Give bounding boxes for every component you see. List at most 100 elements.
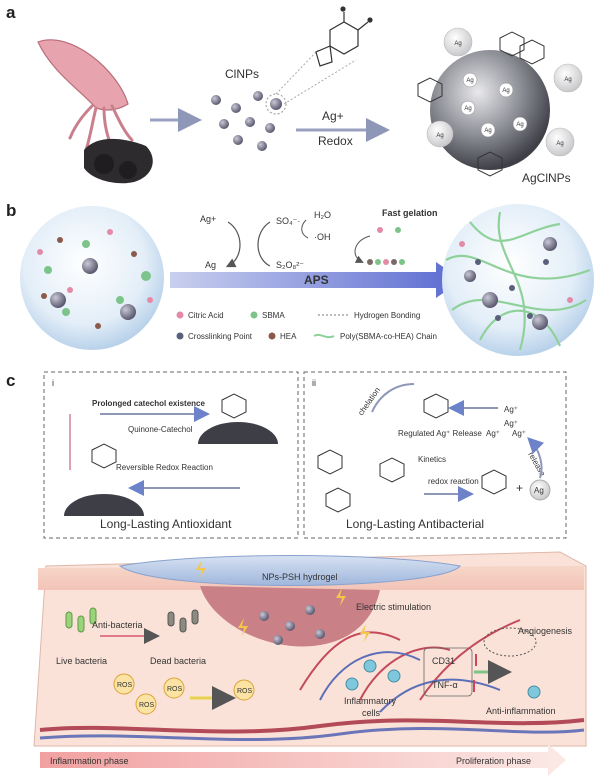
precursor-droplet — [20, 206, 164, 350]
angiogenesis-label: Angiogenesis — [518, 626, 573, 636]
gelation-beads — [354, 227, 405, 265]
inflammatory-label-2: cells — [362, 708, 381, 718]
ag-plus-2: Ag⁺ — [504, 419, 518, 428]
b-s2o8: S₂O₈²⁻ — [276, 260, 304, 270]
ag-plus-1: Ag⁺ — [504, 405, 518, 414]
b-curve-2 — [257, 221, 271, 267]
i-particle-bottom — [64, 443, 144, 516]
svg-text:ROS: ROS — [139, 702, 155, 709]
ag-sphere-label: Ag — [534, 486, 544, 495]
legend-item-crosslink: Crosslinking Point — [176, 332, 253, 341]
svg-text:ROS: ROS — [237, 688, 253, 695]
marker-box — [423, 647, 473, 697]
svg-text:Ag: Ag — [502, 88, 509, 94]
kinetics-text: Kinetics — [418, 455, 446, 464]
svg-text:Ag: Ag — [564, 77, 571, 83]
svg-text:Ag: Ag — [436, 133, 443, 139]
squid-illustration — [37, 39, 153, 184]
i-particle-top — [198, 393, 278, 444]
redox-reaction-text: Reversible Redox Reaction — [116, 463, 213, 472]
svg-text:Ag: Ag — [464, 106, 471, 112]
svg-text:Ag: Ag — [516, 122, 523, 128]
proliferation-phase-label: Proliferation phase — [456, 756, 531, 766]
tissue-nps — [259, 605, 325, 645]
svg-text:Poly(SBMA-co-HEA) Chain: Poly(SBMA-co-HEA) Chain — [340, 332, 437, 341]
svg-text:ROS: ROS — [117, 682, 133, 689]
redox-label: Redox — [318, 134, 353, 148]
agclnp-particle — [417, 27, 583, 177]
dead-bacteria — [167, 609, 199, 633]
aps-arrow — [170, 262, 462, 298]
b-h2o: H₂O — [314, 210, 331, 220]
clnps-particles — [211, 91, 287, 151]
ag-plus-label: Ag+ — [322, 109, 344, 123]
subpanel-i-box — [43, 371, 299, 539]
ros-bursts — [113, 673, 255, 715]
live-bacteria — [65, 607, 97, 633]
ii-molecules — [317, 393, 507, 513]
legend-item-chain: Poly(SBMA-co-HEA) Chain — [313, 332, 437, 341]
anti-bacteria-label: Anti-bacteria — [92, 620, 143, 630]
svg-text:Citric Acid: Citric Acid — [188, 311, 224, 320]
fast-gelation-label: Fast gelation — [382, 208, 438, 218]
ag-badges: Ag Ag Ag Ag Ag Ag Ag Ag Ag — [436, 41, 571, 147]
b-so4: SO₄⁻· — [276, 216, 300, 226]
subpanel-i-label: i — [52, 378, 54, 388]
legend-item-sbma: SBMA — [250, 311, 285, 320]
clnps-label: ClNPs — [225, 67, 259, 81]
hydrogel-layer — [118, 555, 461, 587]
cd31-label: CD31 — [432, 656, 455, 666]
tnf-label: TNF-α — [432, 680, 458, 690]
inflammatory-label-1: Inflammatory — [344, 696, 397, 706]
svg-text:Ag: Ag — [466, 78, 473, 84]
svg-text:ROS: ROS — [167, 686, 183, 693]
ag-plus-3: Ag⁺ — [486, 429, 500, 438]
lightning-icons — [196, 560, 370, 642]
legend-item-hea: HEA — [268, 332, 297, 341]
agclnps-label: AgClNPs — [522, 171, 571, 185]
subpanel-ii-label: ii — [312, 378, 316, 388]
ros-labels: ROS ROS ROS ROS — [117, 682, 253, 709]
inflammatory-cells — [345, 659, 541, 699]
svg-text:Ag: Ag — [484, 128, 491, 134]
chelation-arrow — [371, 383, 415, 413]
svg-text:Hydrogen Bonding: Hydrogen Bonding — [354, 311, 420, 320]
release-arrow — [527, 437, 545, 479]
electric-label: Electric stimulation — [356, 602, 431, 612]
hydrogel-network-droplet — [442, 204, 594, 356]
panel-c-label: c — [6, 371, 15, 390]
release-text: release — [526, 451, 547, 479]
b-ag: Ag — [205, 260, 216, 270]
dead-bacteria-label: Dead bacteria — [150, 656, 206, 666]
quinone-catechol-text: Quinone-Catechol — [128, 425, 193, 434]
regulated-release-text: Regulated Ag⁺ Release — [398, 429, 482, 438]
phase-arrow — [40, 744, 566, 776]
live-bacteria-label: Live bacteria — [56, 656, 107, 666]
antibacterial-title: Long-Lasting Antibacterial — [346, 517, 484, 531]
zoom-lines — [275, 49, 357, 105]
b-ag-plus: Ag+ — [200, 214, 216, 224]
panel-b-legend: Citric Acid SBMA Hydrogen Bonding Crossl… — [176, 311, 437, 341]
panel-b-label: b — [6, 201, 16, 220]
redox-reaction-label: redox reaction — [428, 477, 479, 486]
aps-label: APS — [304, 273, 329, 287]
inflammation-phase-label: Inflammation phase — [50, 756, 129, 766]
svg-text:Ag: Ag — [556, 141, 563, 147]
svg-text:Ag: Ag — [454, 41, 461, 47]
svg-text:SBMA: SBMA — [262, 311, 285, 320]
legend-item-hbond: Hydrogen Bonding — [318, 311, 420, 320]
hydrogel-label: NPs-PSH hydrogel — [262, 572, 338, 582]
catechol-molecule — [315, 6, 373, 67]
panel-a-label: a — [6, 3, 16, 22]
subpanel-ii-box — [303, 371, 567, 539]
b-curve-1 — [225, 221, 241, 268]
plus-sign: + — [516, 481, 523, 495]
svg-text:HEA: HEA — [280, 332, 297, 341]
b-oh: ·OH — [314, 232, 331, 242]
legend-item-citric: Citric Acid — [176, 311, 224, 320]
ag-plus-4: Ag⁺ — [512, 429, 526, 438]
antioxidant-title: Long-Lasting Antioxidant — [100, 517, 232, 531]
svg-text:Crosslinking Point: Crosslinking Point — [188, 332, 253, 341]
b-curve-3 — [301, 219, 309, 239]
